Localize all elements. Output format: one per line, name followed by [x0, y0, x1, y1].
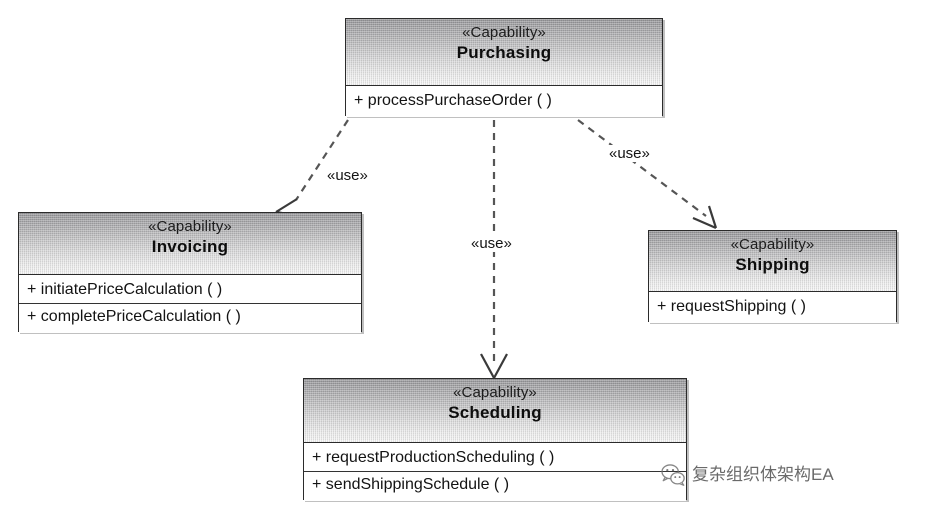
stereotype-invoicing: «Capability»	[148, 218, 232, 235]
uml-class-shipping[interactable]: «Capability» Shipping + requestShipping …	[648, 230, 897, 323]
operation-request-production-scheduling[interactable]: + requestProductionScheduling ( )	[312, 449, 555, 466]
operation-initiate-price-calculation[interactable]: + initiatePriceCalculation ( )	[27, 281, 223, 298]
class-name-scheduling: Scheduling	[448, 403, 542, 422]
uml-operations-shipping: + requestShipping ( )	[649, 292, 896, 323]
operation-send-shipping-schedule[interactable]: + sendShippingSchedule ( )	[304, 471, 686, 498]
dependency-arrow-shipping	[577, 119, 718, 230]
watermark-text: 复杂组织体架构EA	[692, 465, 834, 484]
operation-process-purchase-order[interactable]: + processPurchaseOrder ( )	[354, 92, 552, 109]
watermark: 复杂组织体架构EA	[660, 462, 834, 488]
uml-operations-scheduling: + requestProductionScheduling ( ) + send…	[304, 443, 686, 501]
dependency-label-invoicing: «use»	[326, 167, 369, 184]
class-name-invoicing: Invoicing	[151, 237, 229, 256]
stereotype-purchasing: «Capability»	[462, 24, 546, 41]
uml-class-invoicing[interactable]: «Capability» Invoicing + initiatePriceCa…	[18, 212, 362, 333]
operation-request-shipping[interactable]: + requestShipping ( )	[657, 298, 806, 315]
wechat-logo-icon	[660, 462, 686, 488]
uml-operations-invoicing: + initiatePriceCalculation ( ) + complet…	[19, 275, 361, 333]
uml-class-header-shipping: «Capability» Shipping	[649, 231, 896, 292]
uml-operations-purchasing: + processPurchaseOrder ( )	[346, 86, 662, 117]
class-name-shipping: Shipping	[735, 255, 810, 274]
class-name-purchasing: Purchasing	[456, 43, 552, 62]
uml-class-header-scheduling: «Capability» Scheduling	[304, 379, 686, 443]
operation-complete-price-calculation[interactable]: + completePriceCalculation ( )	[19, 303, 361, 330]
uml-class-purchasing[interactable]: «Capability» Purchasing + processPurchas…	[345, 18, 663, 117]
uml-class-header-purchasing: «Capability» Purchasing	[346, 19, 662, 86]
stereotype-shipping: «Capability»	[730, 236, 815, 253]
dependency-label-scheduling: «use»	[470, 235, 513, 252]
dependency-label-shipping: «use»	[608, 145, 651, 162]
uml-class-header-invoicing: «Capability» Invoicing	[19, 213, 361, 275]
stereotype-scheduling: «Capability»	[453, 384, 537, 401]
uml-class-scheduling[interactable]: «Capability» Scheduling + requestProduct…	[303, 378, 687, 501]
